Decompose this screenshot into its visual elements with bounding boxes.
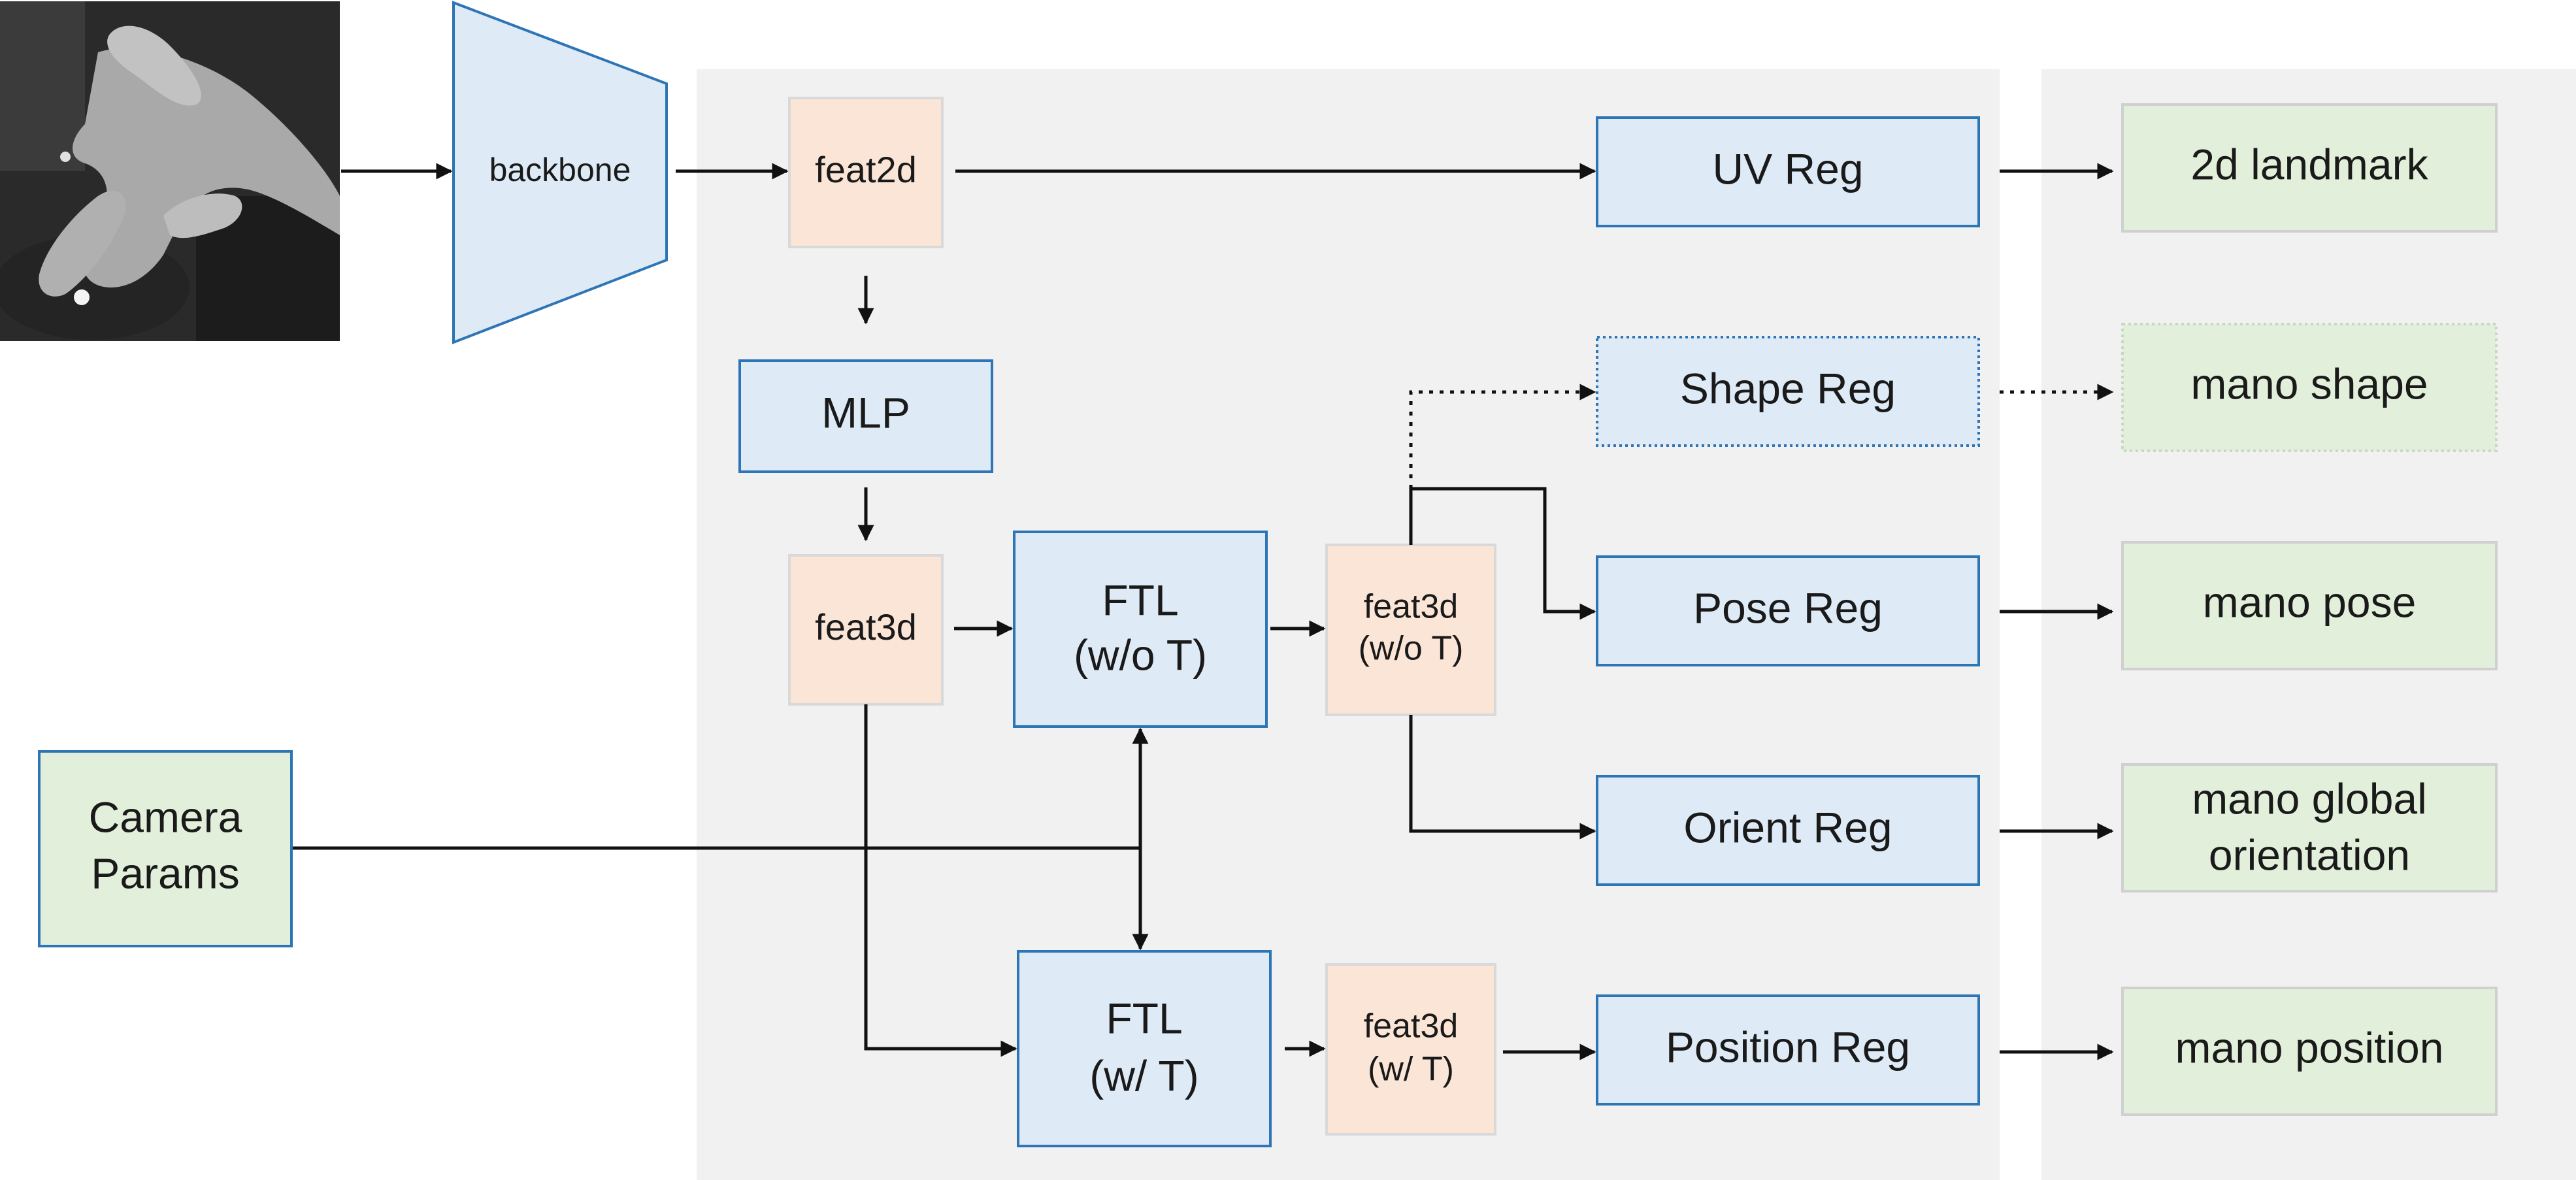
mano-global-orientation-label-line1: mano global <box>2192 774 2427 823</box>
landmark-2d-box <box>2121 103 2498 233</box>
feat3d-wo-t-label-line2: (w/o T) <box>1359 630 1464 668</box>
camera-params-box <box>38 750 293 947</box>
mano-shape-label: mano shape <box>2190 359 2428 408</box>
feat3d-wo-t-label-line1: feat3d <box>1364 588 1459 626</box>
landmark-2d-label: 2d landmark <box>2190 140 2428 188</box>
feat3d-w-t-label-line2: (w/ T) <box>1368 1051 1454 1089</box>
mano-global-orientation-box <box>2121 763 2498 893</box>
line-feat3d-to-ftl-w-t <box>864 704 1017 1057</box>
orient-reg-box <box>1596 775 1980 886</box>
ftl-wo-t-box <box>1013 531 1268 728</box>
line-feat3d-wo-t-to-pose-reg <box>1409 487 1596 620</box>
pose-reg-box <box>1596 555 1980 666</box>
mano-position-label: mano position <box>2175 1023 2444 1072</box>
camera-params-label-line1: Camera <box>89 793 242 841</box>
ftl-w-t-label-line1: FTL <box>1106 994 1182 1042</box>
shape-reg-label: Shape Reg <box>1680 364 1896 412</box>
line-feat3d-wo-t-to-orient-reg <box>1409 715 1596 840</box>
uv-reg-label: UV Reg <box>1712 144 1863 193</box>
backbone-block <box>452 1 668 344</box>
feat3d-box <box>788 554 944 706</box>
connectors <box>293 163 2114 1060</box>
uv-reg-box <box>1596 116 1980 227</box>
mano-pose-box <box>2121 541 2498 670</box>
mano-position-box <box>2121 987 2498 1116</box>
camera-params-label-line2: Params <box>91 849 239 897</box>
feat3d-w-t-box <box>1325 963 1496 1136</box>
mlp-label: MLP <box>821 388 910 436</box>
input-hand-image <box>0 1 340 341</box>
ftl-w-t-label-line2: (w/ T) <box>1089 1051 1198 1100</box>
mano-pose-label: mano pose <box>2203 578 2417 626</box>
orient-reg-label: Orient Reg <box>1683 803 1892 851</box>
mano-shape-box <box>2121 323 2498 452</box>
feat3d-w-t-label-line1: feat3d <box>1364 1008 1459 1045</box>
pose-reg-label: Pose Reg <box>1693 583 1883 632</box>
backbone-label: backbone <box>489 152 631 188</box>
position-reg-label: Position Reg <box>1666 1023 1910 1071</box>
ftl-wo-t-label-line1: FTL <box>1102 576 1178 624</box>
ftl-w-t-box <box>1017 950 1272 1147</box>
feat2d-box <box>788 97 944 248</box>
feat2d-label: feat2d <box>815 149 917 190</box>
position-reg-box <box>1596 994 1980 1106</box>
line-feat3d-wo-t-to-shape-reg <box>1409 384 1596 489</box>
shape-reg-box <box>1596 336 1980 447</box>
mlp-box <box>738 359 993 473</box>
ftl-wo-t-label-line2: (w/o T) <box>1074 631 1207 679</box>
mano-global-orientation-label-line2: orientation <box>2209 830 2410 879</box>
feat3d-label: feat3d <box>815 606 917 647</box>
